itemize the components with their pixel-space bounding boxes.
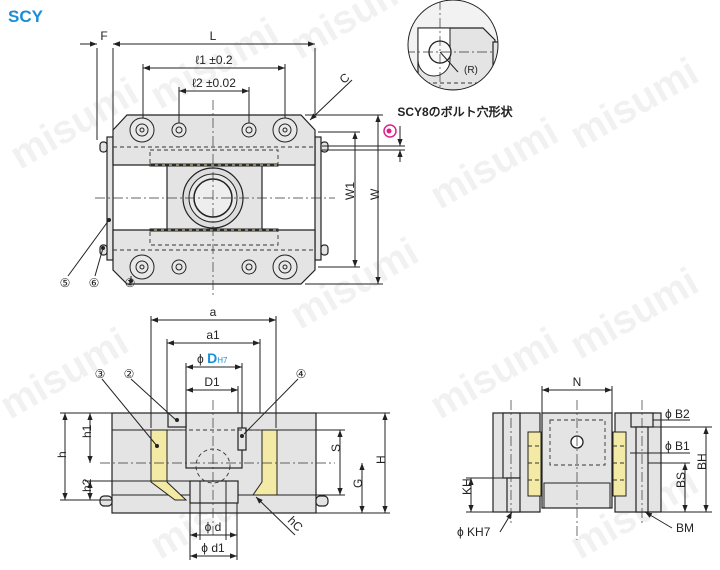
- dim-D1: D1: [204, 375, 220, 389]
- page-title: SCY: [8, 7, 44, 26]
- dim-W1: W1: [343, 182, 357, 200]
- svg-text:misumi: misumi: [0, 320, 136, 428]
- svg-text:misumi: misumi: [423, 110, 566, 218]
- dim-BS: BS: [674, 472, 688, 488]
- svg-text:misumi: misumi: [283, 0, 426, 68]
- dim-S: S: [329, 444, 343, 452]
- dim-a: a: [210, 305, 217, 319]
- dim-l2: ℓ2 ±0.02: [192, 76, 236, 90]
- dim-B1: ϕ B1: [665, 439, 690, 453]
- callout-3: ③: [95, 367, 106, 381]
- dim-h2: h2: [80, 478, 94, 492]
- dim-KH: KH: [460, 478, 474, 495]
- dim-DH7: ϕ DH7: [197, 350, 228, 366]
- dim-H: H: [374, 455, 388, 464]
- detail-label: SCY8のボルト穴形状: [397, 104, 513, 119]
- dim-l1: ℓ1 ±0.2: [195, 53, 232, 67]
- svg-text:misumi: misumi: [563, 50, 706, 158]
- detail-R: (R): [464, 65, 478, 76]
- dim-d1: ϕ d1: [201, 541, 225, 555]
- dim-KH7: ϕ KH7: [457, 525, 491, 539]
- dim-L: L: [210, 29, 217, 43]
- side-view: N ϕ B2 ϕ B1 BH BS KH ϕ KH7 BM: [457, 375, 712, 540]
- dim-BM: BM: [676, 521, 694, 535]
- dim-W: W: [368, 188, 382, 200]
- dim-d: ϕ d: [205, 520, 222, 534]
- dim-h1: h1: [80, 424, 94, 438]
- callout-2: ②: [124, 367, 135, 381]
- callout-4: ④: [296, 367, 307, 381]
- svg-text:misumi: misumi: [563, 260, 706, 368]
- dim-N: N: [573, 375, 582, 389]
- dim-C: C: [337, 70, 353, 87]
- dim-B2: ϕ B2: [665, 407, 690, 421]
- dim-hC: hC: [285, 514, 306, 535]
- dim-BH: BH: [695, 453, 709, 470]
- dim-a1: a1: [206, 328, 220, 342]
- dim-G: G: [351, 479, 365, 488]
- dim-h: h: [55, 451, 69, 458]
- front-view: a a1 ϕ DH7 D1 h h1 h2 S G H ϕ d ϕ d1 hC: [55, 305, 390, 560]
- callout-5: ⑤: [60, 276, 71, 290]
- dim-F: F: [100, 29, 107, 43]
- callout-6: ⑥: [89, 276, 100, 290]
- svg-text:misumi: misumi: [423, 320, 566, 428]
- callout-1: ①: [125, 276, 136, 290]
- bolt-hole-detail: (R) SCY8のボルト穴形状: [397, 0, 514, 119]
- top-view: F L ℓ1 ±0.2 ℓ2 ±0.02 C W1 W ⑤ ⑥ ①: [60, 29, 405, 295]
